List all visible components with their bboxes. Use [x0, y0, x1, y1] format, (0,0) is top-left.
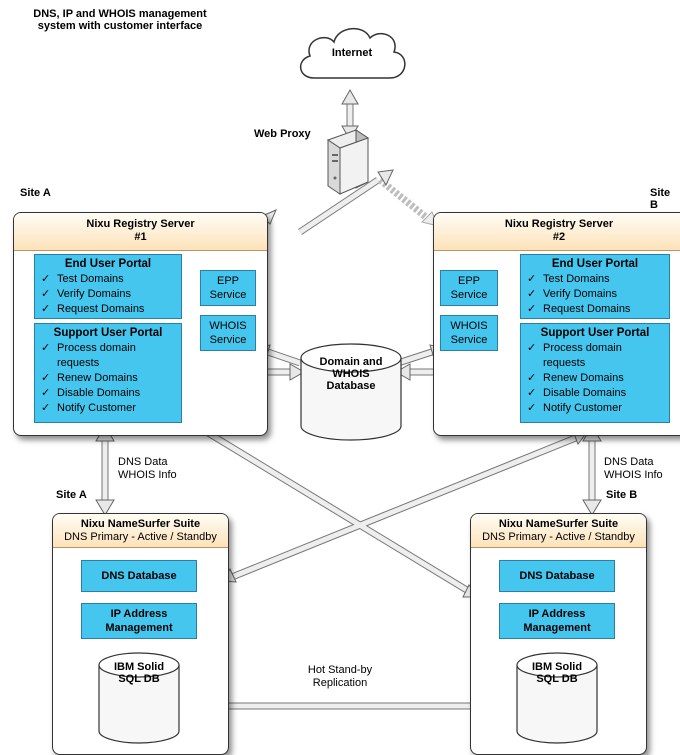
sql-db-b-icon	[516, 652, 598, 744]
support-user-portal-1: Support User Portal ✓Process domain requ…	[34, 323, 182, 423]
end-user-portal-1-title: End User Portal	[64, 258, 152, 270]
epp-service-2: EPP Service	[440, 270, 498, 306]
list-item: ✓Request Domains	[527, 303, 631, 315]
check-icon: ✓	[41, 372, 51, 384]
epp-service-1: EPP Service	[200, 270, 256, 306]
suite-a-title: Nixu NameSurfer Suite	[80, 518, 201, 530]
central-database-icon	[300, 343, 402, 441]
registry-server-2-header: Nixu Registry Server #2	[434, 213, 680, 251]
registry-server-1-title: Nixu Registry Server	[86, 218, 195, 230]
suite-a-header: Nixu NameSurfer Suite DNS Primary - Acti…	[53, 514, 228, 548]
whois-service-2: WHOIS Service	[440, 315, 498, 351]
sql-db-a-label: IBM Solid SQL DB	[113, 661, 165, 685]
web-proxy-server-icon	[326, 129, 370, 195]
sql-db-b-label: IBM Solid SQL DB	[531, 661, 583, 685]
sql-db-a-icon	[98, 652, 180, 744]
dns-flow-left-label: DNS Data WHOIS Info	[118, 456, 177, 481]
support-user-portal-2-title: Support User Portal	[540, 327, 650, 339]
list-item: ✓Disable Domains	[41, 387, 141, 399]
check-icon: ✓	[41, 402, 51, 414]
list-item: ✓Test Domains	[41, 273, 124, 285]
ip-management-a: IP Address Management	[81, 603, 197, 639]
support-user-portal-1-title: Support User Portal	[53, 327, 163, 339]
end-user-portal-2: End User Portal ✓Test Domains ✓Verify Do…	[520, 254, 670, 319]
registry-server-1-header: Nixu Registry Server #1	[14, 213, 267, 251]
check-icon: ✓	[527, 288, 537, 300]
list-item: ✓Process domain requests	[41, 342, 136, 369]
whois-service-1: WHOIS Service	[200, 315, 256, 351]
check-icon: ✓	[527, 273, 537, 285]
dns-flow-right-label: DNS Data WHOIS Info	[604, 456, 663, 481]
registry-server-2-number: #2	[552, 231, 566, 243]
namesurfer-suite-b: Nixu NameSurfer Suite DNS Primary - Acti…	[470, 513, 647, 755]
check-icon: ✓	[41, 288, 51, 300]
ip-management-b: IP Address Management	[499, 603, 615, 639]
check-icon: ✓	[41, 303, 51, 315]
list-item: ✓Test Domains	[527, 273, 610, 285]
dns-database-a: DNS Database	[81, 560, 197, 592]
list-item: ✓Process domain requests	[527, 342, 622, 369]
registry-server-2: Nixu Registry Server #2 EPP Service WHOI…	[433, 212, 680, 436]
suite-a-subtitle: DNS Primary - Active / Standby	[64, 531, 217, 543]
site-a-label: Site A	[20, 187, 51, 199]
registry-server-2-title: Nixu Registry Server	[504, 218, 614, 230]
internet-label: Internet	[331, 47, 373, 59]
web-proxy-label: Web Proxy	[254, 128, 311, 140]
check-icon: ✓	[41, 273, 51, 285]
suite-b-subtitle: DNS Primary - Active / Standby	[482, 531, 635, 543]
internet-cloud-icon	[300, 28, 406, 79]
site-a-lower-label: Site A	[56, 489, 87, 501]
check-icon: ✓	[527, 387, 537, 399]
standby-link	[377, 177, 435, 225]
list-item: ✓Disable Domains	[527, 387, 627, 399]
list-item: ✓Verify Domains	[527, 288, 617, 300]
check-icon: ✓	[527, 342, 537, 354]
dns-database-b: DNS Database	[499, 560, 615, 592]
central-database-label: Domain and WHOIS Database	[319, 356, 383, 392]
list-item: ✓Renew Domains	[527, 372, 624, 384]
namesurfer-suite-a: Nixu NameSurfer Suite DNS Primary - Acti…	[52, 513, 229, 755]
list-item: ✓Request Domains	[41, 303, 145, 315]
list-item: ✓Renew Domains	[41, 372, 138, 384]
diagram-title: DNS, IP and WHOIS management system with…	[33, 8, 207, 32]
end-user-portal-2-title: End User Portal	[551, 258, 639, 270]
list-item: ✓Verify Domains	[41, 288, 131, 300]
suite-b-header: Nixu NameSurfer Suite DNS Primary - Acti…	[471, 514, 646, 548]
suite-b-title: Nixu NameSurfer Suite	[498, 518, 619, 530]
list-item: ✓Notify Customer	[527, 402, 622, 414]
check-icon: ✓	[527, 303, 537, 315]
end-user-portal-1: End User Portal ✓Test Domains ✓Verify Do…	[34, 254, 182, 319]
check-icon: ✓	[41, 342, 51, 354]
check-icon: ✓	[527, 402, 537, 414]
support-user-portal-2: Support User Portal ✓Process domain requ…	[520, 323, 670, 423]
registry-server-1: Nixu Registry Server #1 End User Portal …	[13, 212, 268, 436]
site-b-lower-label: Site B	[606, 489, 638, 501]
check-icon: ✓	[527, 372, 537, 384]
list-item: ✓Notify Customer	[41, 402, 136, 414]
site-b-label: Site B	[650, 187, 671, 211]
registry-server-1-number: #1	[134, 231, 147, 243]
replication-label: Hot Stand-by Replication	[307, 664, 373, 689]
check-icon: ✓	[41, 387, 51, 399]
